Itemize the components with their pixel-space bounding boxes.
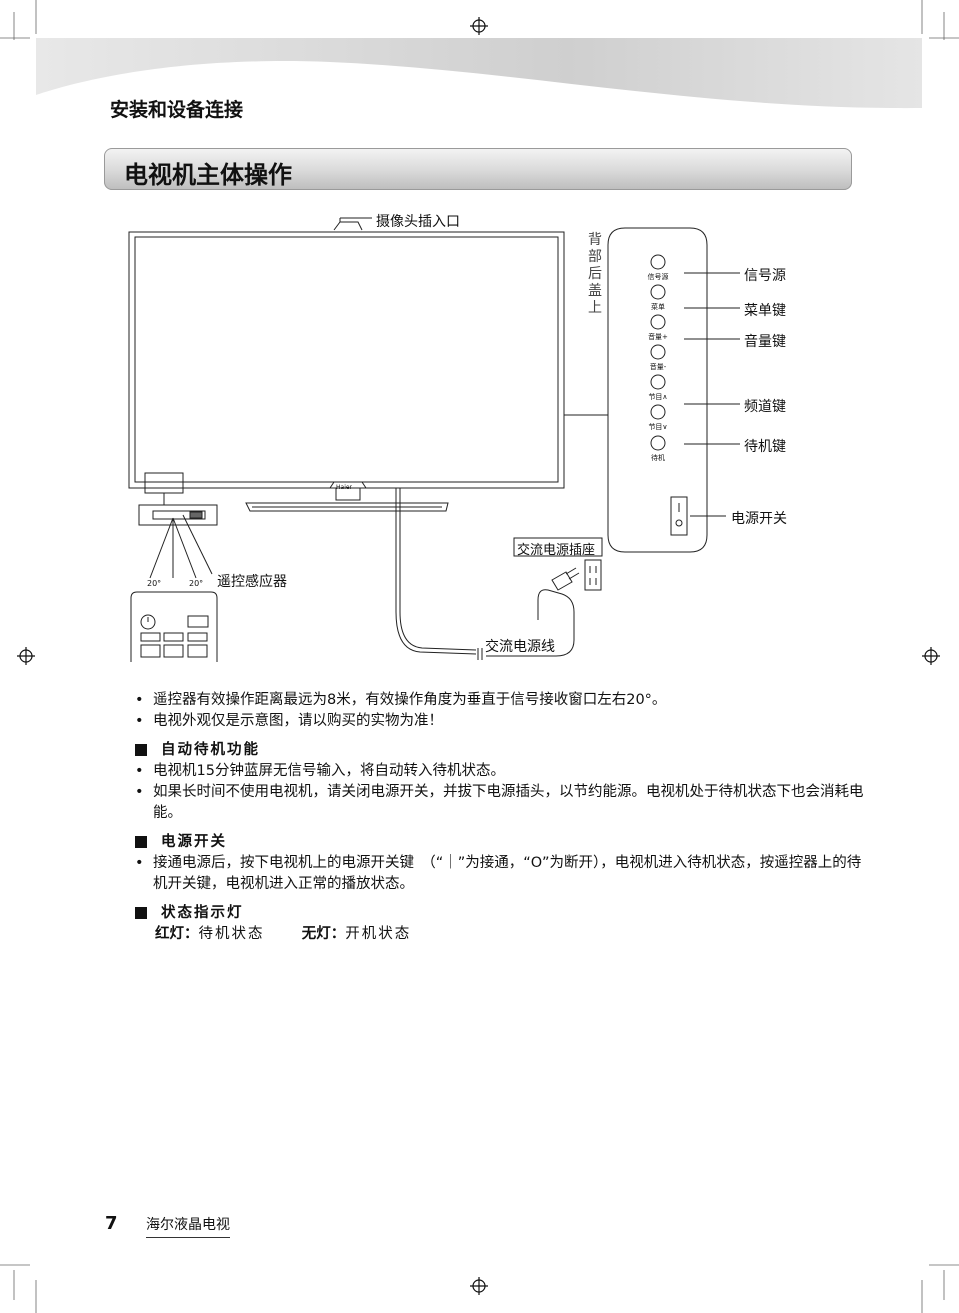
- square-bullet-icon: [135, 907, 147, 919]
- ir-sensor-label: 遥控感应器: [217, 574, 287, 590]
- bullet-icon: •: [135, 855, 144, 871]
- bullet-icon: •: [135, 713, 144, 729]
- callout-power-switch: 电源开关: [731, 511, 787, 527]
- note-text: 遥控器有效操作距离最远为8米，有效操作角度为垂直于信号接收窗口左右20°。: [153, 692, 667, 708]
- item-text: 电视机15分钟蓝屏无信号输入，将自动转入待机状态。: [153, 763, 505, 779]
- note-text: 电视外观仅是示意图，请以购买的实物为准！: [153, 713, 443, 729]
- back-cover-char: 盖: [588, 283, 602, 299]
- brand-logo: Haier: [336, 484, 353, 491]
- footer-product: 海尔液晶电视: [146, 1214, 230, 1238]
- item-text: 如果长时间不使用电视机，请关闭电源开关，并拔下电源插头，以节约能源。电视机处于待…: [153, 784, 864, 821]
- item-text: 接通电源后，按下电视机上的电源开关键 （“｜”为接通，“O”为断开），电视机进入…: [153, 855, 862, 892]
- page-title: 电视机主体操作: [124, 161, 292, 189]
- red-light-label: 红灯：: [155, 926, 199, 942]
- callout-standby-key: 待机键: [744, 439, 786, 455]
- registration-mark-icon: [17, 17, 940, 1295]
- panel-button-label-ch-up: 节目∧: [648, 393, 668, 401]
- no-light-value: 开机状态: [345, 926, 412, 942]
- list-item: • 电视机15分钟蓝屏无信号输入，将自动转入待机状态。: [135, 761, 865, 782]
- callout-volume-key: 音量键: [744, 334, 786, 350]
- panel-buttons: [650, 254, 666, 451]
- callout-menu-key: 菜单键: [744, 303, 786, 319]
- section-heading: 状态指示灯: [135, 903, 865, 924]
- back-cover-char: 上: [588, 300, 602, 316]
- panel-button-label-vol-up: 音量+: [648, 333, 668, 341]
- callout-channel-key: 频道键: [744, 399, 786, 415]
- angle-left-label: 20°: [147, 579, 162, 588]
- list-item: • 如果长时间不使用电视机，请关闭电源开关，并拔下电源插头，以节约能源。电视机处于…: [135, 782, 865, 824]
- section-heading: 自动待机功能: [135, 740, 865, 761]
- heading-text: 自动待机功能: [161, 742, 260, 758]
- angle-right-label: 20°: [189, 579, 204, 588]
- callout-source: 信号源: [744, 268, 786, 284]
- no-light-label: 无灯：: [301, 926, 346, 942]
- camera-port-label: 摄像头插入口: [376, 214, 460, 230]
- ac-cord-label: 交流电源线: [485, 639, 555, 655]
- heading-text: 状态指示灯: [161, 905, 244, 921]
- page-number: 7: [105, 1213, 118, 1234]
- panel-button-label-ch-down: 节目∨: [648, 423, 668, 431]
- indicator-legend: 红灯：待机状态 无灯：开机状态: [135, 924, 865, 945]
- note-item: • 遥控器有效操作距离最远为8米，有效操作角度为垂直于信号接收窗口左右20°。: [135, 690, 865, 711]
- red-light-value: 待机状态: [198, 926, 265, 942]
- panel-button-label-source: 信号源: [647, 273, 669, 281]
- back-cover-char: 背: [588, 232, 602, 248]
- back-cover-label: 背 部 后 盖 上: [588, 232, 604, 317]
- note-item: • 电视外观仅是示意图，请以购买的实物为准！: [135, 711, 865, 732]
- section-heading: 电源开关: [135, 832, 865, 853]
- section-header: 安装和设备连接: [110, 99, 244, 121]
- heading-text: 电源开关: [161, 834, 227, 850]
- bullet-icon: •: [135, 784, 144, 800]
- back-cover-char: 后: [588, 266, 602, 282]
- instructions: • 遥控器有效操作距离最远为8米，有效操作角度为垂直于信号接收窗口左右20°。 •…: [135, 690, 865, 945]
- panel-button-label-standby: 待机: [651, 454, 665, 462]
- square-bullet-icon: [135, 836, 147, 848]
- back-cover-char: 部: [588, 249, 602, 265]
- panel-button-label-menu: 菜单: [651, 303, 665, 311]
- bullet-icon: •: [135, 763, 144, 779]
- page-title-bar: 电视机主体操作: [104, 148, 852, 190]
- ac-socket-label: 交流电源插座: [517, 543, 596, 558]
- square-bullet-icon: [135, 744, 147, 756]
- list-item: • 接通电源后，按下电视机上的电源开关键 （“｜”为接通，“O”为断开），电视机进…: [135, 853, 865, 895]
- panel-button-label-vol-down: 音量-: [649, 363, 667, 371]
- bullet-icon: •: [135, 692, 144, 708]
